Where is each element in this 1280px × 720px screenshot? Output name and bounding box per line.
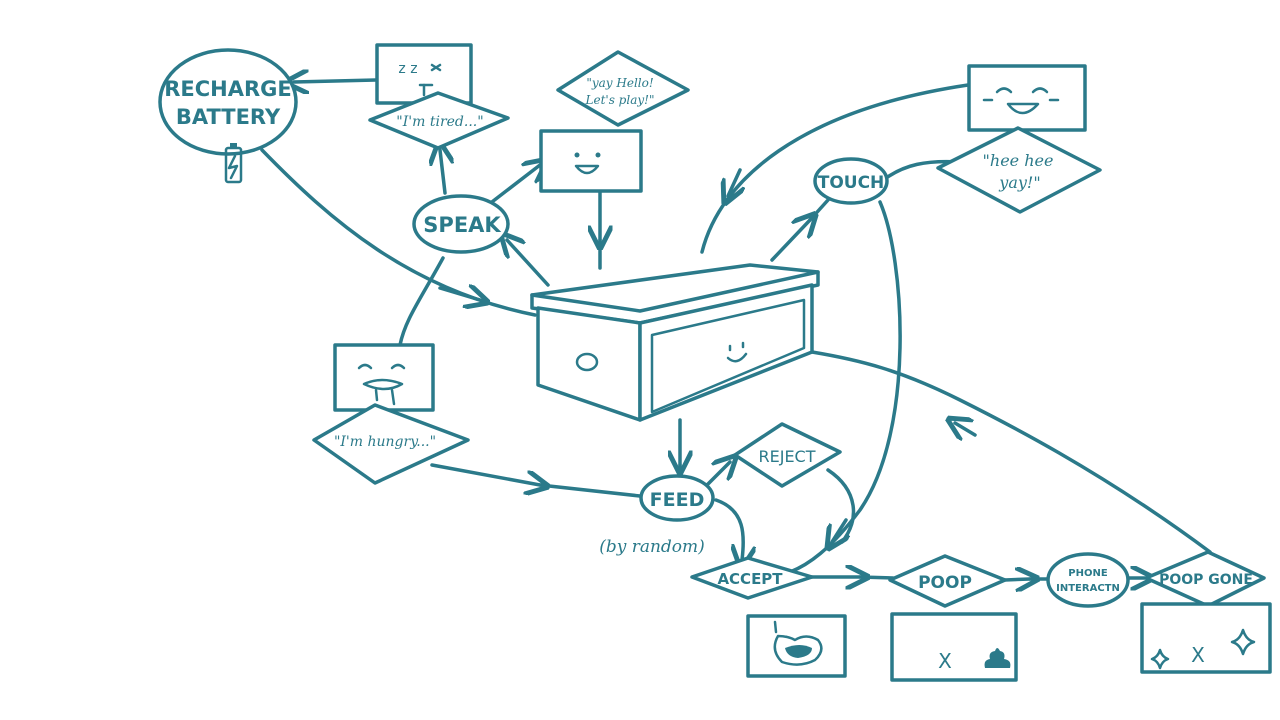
sleepy-zz: z z: [398, 61, 417, 77]
tired-diamond: "I'm tired...": [368, 91, 510, 150]
sparkle-icon: [1150, 628, 1256, 670]
drooling-face-icon: [357, 363, 406, 406]
tired-speech: "I'm tired...": [396, 114, 483, 130]
heehee-speech-1: "hee hee: [983, 151, 1054, 170]
feed-node: FEED: [639, 474, 715, 522]
edge-tired-to-recharge: [294, 80, 378, 82]
phone-interaction-node: PHONE INTERACTN: [1046, 552, 1130, 608]
stomach-screen: [746, 614, 847, 678]
laugh-screen: [967, 64, 1087, 132]
battery-icon: [224, 143, 243, 184]
edge-speak-to-tired: [440, 150, 445, 195]
poop-diamond: POOP: [888, 554, 1007, 608]
edge-poopgone-to-box: [810, 350, 1212, 554]
clean-screen-face: X: [1191, 643, 1205, 667]
reject-label: REJECT: [759, 447, 816, 466]
recharge-label-1: RECHARGE: [164, 77, 292, 101]
speak-label: SPEAK: [423, 213, 501, 237]
hungry-screen: [333, 343, 435, 412]
edge-poop-to-phone: [1003, 579, 1030, 580]
phone-label-2: INTERACTN: [1056, 583, 1120, 594]
reject-diamond: REJECT: [733, 422, 842, 488]
edge-box-to-laugh: [700, 83, 970, 254]
accept-diamond: ACCEPT: [690, 556, 814, 600]
device-face-icon: [726, 341, 748, 363]
connectors: [260, 80, 1212, 580]
edge-touch-to-accept: [788, 200, 902, 574]
poop-screen: X: [890, 612, 1018, 682]
accept-label: ACCEPT: [717, 570, 783, 588]
stomach-icon: [773, 620, 823, 666]
feed-label: FEED: [650, 489, 705, 511]
laughing-face-icon: [982, 87, 1060, 115]
edge-reject-curve: [826, 468, 856, 544]
edge-speak-to-smile: [486, 165, 540, 207]
poop-gone-label: POOP GONE: [1159, 572, 1253, 588]
recharge-battery-node: RECHARGE BATTERY: [158, 48, 298, 156]
heehee-speech-2: yay!": [998, 173, 1040, 192]
hello-speech-1: "yay Hello!: [586, 76, 654, 90]
by-random-note: (by random): [599, 537, 705, 557]
poop-icon: [984, 648, 1011, 668]
poop-screen-face: X: [938, 649, 952, 673]
touch-label: TOUCH: [818, 173, 885, 193]
sleepy-face-icon: z z: [398, 61, 442, 97]
edge-box-to-touch: [770, 220, 810, 262]
smile-face-icon: [574, 152, 601, 175]
edge-feed-to-accept: [714, 498, 743, 560]
poop-label: POOP: [918, 573, 972, 593]
pet-device-box: [530, 263, 820, 422]
hungry-speech: "I'm hungry...": [334, 434, 436, 450]
poop-gone-diamond: POOP GONE: [1144, 550, 1266, 608]
clean-screen: X: [1140, 602, 1272, 674]
edge-box-to-speak: [507, 240, 550, 287]
heehee-diamond: "hee hee yay!": [936, 126, 1102, 214]
edge-hungry-to-feed: [430, 463, 540, 485]
hungry-diamond: "I'm hungry...": [312, 403, 470, 485]
speak-node: SPEAK: [412, 194, 510, 254]
hello-speech-2: Let's play!": [585, 93, 655, 107]
phone-label-1: PHONE: [1068, 568, 1108, 579]
recharge-label-2: BATTERY: [176, 105, 281, 129]
smile-screen: [539, 129, 643, 193]
sleepy-screen: z z: [375, 43, 473, 105]
hello-diamond: "yay Hello! Let's play!": [556, 50, 690, 127]
edge-speak-to-hungry: [398, 256, 445, 347]
touch-node: TOUCH: [813, 157, 889, 205]
edge-feed-to-reject: [706, 462, 730, 486]
device-button-icon: [575, 352, 599, 372]
